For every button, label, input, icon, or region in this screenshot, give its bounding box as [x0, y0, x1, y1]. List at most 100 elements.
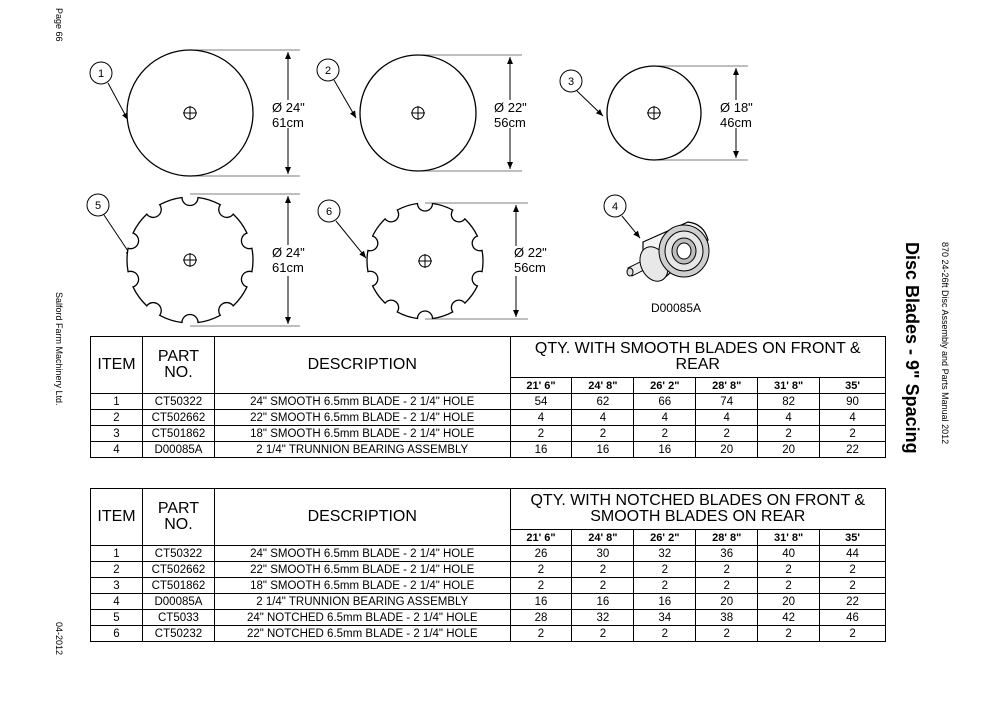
qty-cell: 2	[571, 561, 635, 578]
description-header: DESCRIPTION	[213, 488, 511, 546]
qty-cell: 90	[819, 393, 886, 410]
bearing-part-label: D00085A	[651, 301, 701, 315]
qty-cell: 20	[757, 441, 821, 458]
qty-cell: 44	[819, 545, 886, 562]
callout-3-number: 3	[568, 76, 574, 88]
qty-cell: 20	[695, 593, 759, 610]
table-row: 6 CT50232 22" NOTCHED 6.5mm BLADE - 2 1/…	[90, 625, 886, 642]
qty-cell: 2	[571, 625, 635, 642]
size-header: 28' 8"	[695, 529, 759, 546]
qty-cell: 20	[757, 593, 821, 610]
qty-cell: 2	[695, 625, 759, 642]
qty-cell: 82	[757, 393, 821, 410]
qty-cell: 36	[695, 545, 759, 562]
qty-cell: 4	[571, 409, 635, 426]
qty-cell: 2	[757, 577, 821, 594]
item-header: ITEM	[90, 488, 143, 546]
table-row: 1 CT50322 24" SMOOTH 6.5mm BLADE - 2 1/4…	[90, 545, 886, 562]
item-cell: 2	[90, 561, 143, 578]
diameter-56cm-notched-label: 56cm	[514, 260, 546, 275]
item-cell: 1	[90, 393, 143, 410]
qty-header: QTY. WITH NOTCHED BLADES ON FRONT & SMOO…	[509, 488, 887, 530]
part-cell: D00085A	[141, 593, 215, 610]
qty-cell: 26	[509, 545, 573, 562]
size-header: 28' 8"	[695, 377, 759, 394]
qty-cell: 2	[819, 425, 886, 442]
part-cell: CT502662	[141, 409, 215, 426]
qty-cell: 2	[633, 577, 697, 594]
qty-cell: 32	[633, 545, 697, 562]
qty-cell: 34	[633, 609, 697, 626]
desc-cell: 24" SMOOTH 6.5mm BLADE - 2 1/4" HOLE	[213, 393, 511, 410]
callout-2-number: 2	[325, 65, 331, 77]
trunnion-bearing-figure: 4 D00085A	[603, 194, 710, 315]
qty-cell: 28	[509, 609, 573, 626]
qty-cell: 2	[509, 625, 573, 642]
qty-cell: 74	[695, 393, 759, 410]
diameter-22-label: Ø 22"	[494, 100, 527, 115]
size-header: 35'	[819, 529, 886, 546]
part-cell: D00085A	[141, 441, 215, 458]
part-cell: CT50232	[141, 625, 215, 642]
qty-header: QTY. WITH SMOOTH BLADES ON FRONT & REAR	[509, 336, 887, 378]
qty-cell: 42	[757, 609, 821, 626]
qty-cell: 2	[819, 577, 886, 594]
qty-cell: 62	[571, 393, 635, 410]
qty-cell: 4	[819, 409, 886, 426]
table-row: 5 CT5033 24" NOTCHED 6.5mm BLADE - 2 1/4…	[90, 609, 886, 626]
table-row: 3 CT501862 18" SMOOTH 6.5mm BLADE - 2 1/…	[90, 425, 886, 442]
desc-cell: 2 1/4" TRUNNION BEARING ASSEMBLY	[213, 441, 511, 458]
size-header: 24' 8"	[571, 377, 635, 394]
diameter-22-notched-label: Ø 22"	[514, 245, 547, 260]
diameter-46cm-label: 46cm	[720, 115, 752, 130]
qty-cell: 2	[695, 577, 759, 594]
qty-cell: 2	[571, 577, 635, 594]
date-label: 04-2012	[54, 622, 64, 656]
part-no-header: PART NO.	[141, 336, 215, 394]
qty-cell: 20	[695, 441, 759, 458]
qty-cell: 16	[509, 441, 573, 458]
part-no-header: PART NO.	[141, 488, 215, 546]
qty-cell: 2	[571, 425, 635, 442]
qty-cell: 2	[633, 625, 697, 642]
part-cell: CT501862	[141, 577, 215, 594]
qty-cell: 16	[633, 441, 697, 458]
qty-cell: 2	[509, 561, 573, 578]
qty-cell: 2	[819, 625, 886, 642]
blade-24-notched-figure: 5 Ø 24" 61cm	[86, 193, 305, 327]
qty-cell: 2	[757, 561, 821, 578]
desc-cell: 22" SMOOTH 6.5mm BLADE - 2 1/4" HOLE	[213, 409, 511, 426]
callout-1-circle	[89, 61, 113, 85]
item-cell: 1	[90, 545, 143, 562]
qty-cell: 2	[509, 577, 573, 594]
part-cell: CT50322	[141, 545, 215, 562]
blade-18-smooth-figure: 3 Ø 18" 46cm	[559, 65, 753, 161]
size-header: 35'	[819, 377, 886, 394]
qty-cell: 32	[571, 609, 635, 626]
size-header: 31' 8"	[757, 377, 821, 394]
blade-drawings: 1 Ø 24" 61cm 2 Ø 22" 56cm 3	[86, 49, 753, 327]
qty-cell: 30	[571, 545, 635, 562]
qty-cell: 22	[819, 441, 886, 458]
desc-cell: 18" SMOOTH 6.5mm BLADE - 2 1/4" HOLE	[213, 425, 511, 442]
size-header: 31' 8"	[757, 529, 821, 546]
blade-24-smooth-figure: 1 Ø 24" 61cm	[89, 49, 305, 177]
diameter-56cm-label: 56cm	[494, 115, 526, 130]
qty-cell: 16	[571, 593, 635, 610]
qty-cell: 66	[633, 393, 697, 410]
item-header: ITEM	[90, 336, 143, 394]
desc-cell: 24" SMOOTH 6.5mm BLADE - 2 1/4" HOLE	[213, 545, 511, 562]
item-cell: 3	[90, 425, 143, 442]
part-cell: CT502662	[141, 561, 215, 578]
qty-cell: 16	[571, 441, 635, 458]
desc-cell: 24" NOTCHED 6.5mm BLADE - 2 1/4" HOLE	[213, 609, 511, 626]
qty-cell: 4	[633, 409, 697, 426]
desc-cell: 18" SMOOTH 6.5mm BLADE - 2 1/4" HOLE	[213, 577, 511, 594]
qty-cell: 2	[695, 425, 759, 442]
qty-cell: 16	[633, 593, 697, 610]
qty-cell: 16	[509, 593, 573, 610]
callout-6-number: 6	[326, 206, 332, 218]
qty-cell: 4	[757, 409, 821, 426]
item-cell: 5	[90, 609, 143, 626]
item-cell: 3	[90, 577, 143, 594]
